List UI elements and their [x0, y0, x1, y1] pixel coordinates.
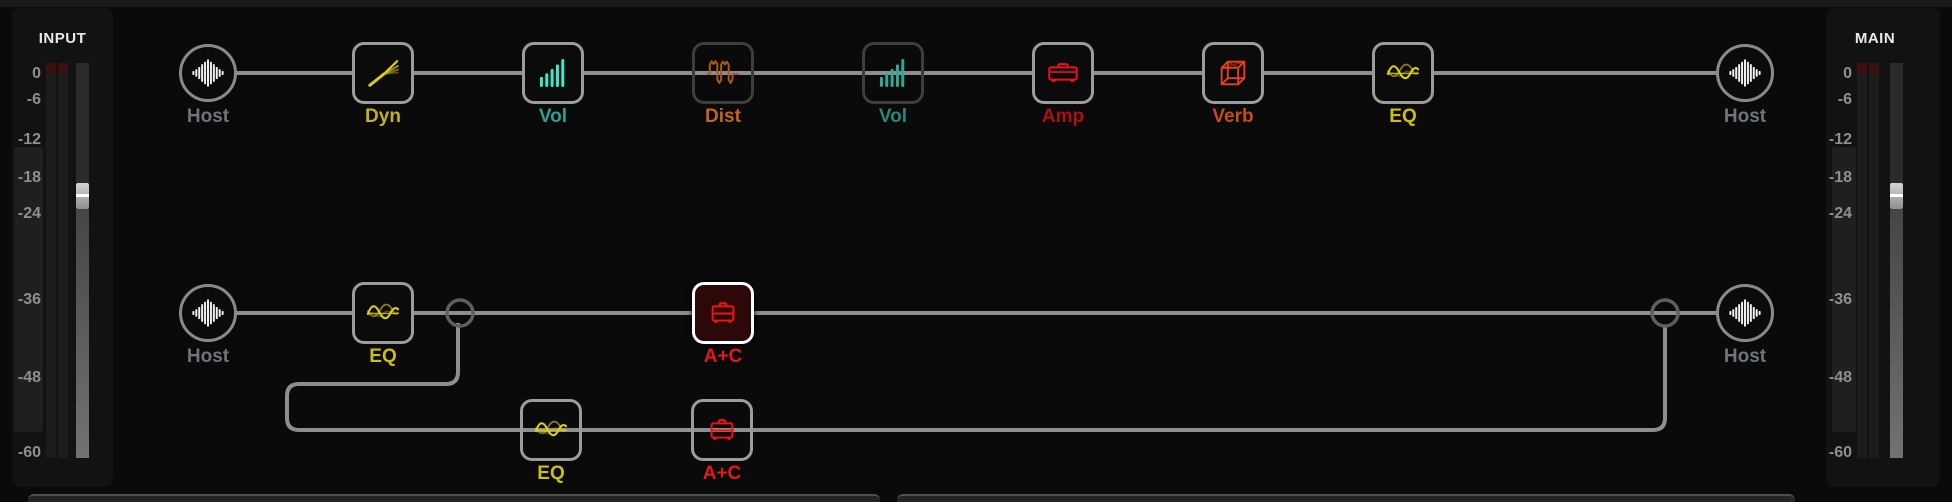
db-scale-label: -18: [17, 169, 41, 186]
block-dyn[interactable]: [352, 42, 414, 104]
waveform-icon: [1728, 58, 1762, 88]
db-scale-label: -48: [17, 369, 41, 386]
bottom-panel-edge: [897, 494, 1795, 502]
input-meter-title: INPUT: [38, 30, 87, 47]
input-level-meter-left: [46, 63, 56, 458]
host-output-node-path1[interactable]: [1716, 44, 1774, 102]
waveform-icon: [1728, 298, 1762, 328]
main-meter-panel: MAIN 0 -6 -12 -18 -24 -36 -48 -60: [1826, 8, 1940, 487]
block-label: Dist: [705, 106, 741, 127]
db-scale-label: -24: [17, 205, 41, 222]
db-scale-label: -12: [1828, 131, 1852, 148]
block-label: Dyn: [365, 106, 401, 127]
db-scale-label: -6: [26, 91, 41, 108]
main-fader[interactable]: [1890, 63, 1903, 458]
distortion-wave-icon: [706, 56, 740, 90]
db-scale-label: -24: [1828, 205, 1852, 222]
amp-cab-icon: [706, 296, 740, 330]
clip-indicator: [1857, 63, 1867, 74]
db-scale-label: -36: [1828, 291, 1852, 308]
main-level-meter-left: [1857, 63, 1867, 458]
host-output-node-path2[interactable]: [1716, 284, 1774, 342]
reverb-cube-icon: [1216, 56, 1250, 90]
eq-curves-icon: [366, 296, 400, 330]
path2-branch-wire: [285, 323, 1667, 432]
input-level-meter-right: [58, 63, 68, 458]
block-label: A+C: [702, 463, 742, 484]
block-label: A+C: [703, 346, 743, 367]
block-amp[interactable]: [1032, 42, 1094, 104]
block-label: Vol: [878, 106, 908, 127]
block-verb[interactable]: [1202, 42, 1264, 104]
input-fader[interactable]: [76, 63, 89, 458]
fader-handle-line: [1890, 194, 1903, 197]
clip-indicator: [46, 63, 56, 74]
db-scale-label: -18: [1828, 169, 1852, 186]
input-scrollbar-thumb[interactable]: [14, 147, 43, 432]
block-dist-bypassed[interactable]: [692, 42, 754, 104]
main-level-meter-right: [1869, 63, 1879, 458]
split-node[interactable]: [445, 298, 475, 328]
host-input-node-path1[interactable]: [179, 44, 237, 102]
volume-bars-icon: [877, 57, 909, 89]
db-scale-label: -12: [17, 131, 41, 148]
block-amp-cab-2[interactable]: [691, 399, 753, 461]
compressor-icon: [366, 56, 400, 90]
top-edge-strip: [0, 0, 1952, 7]
fader-handle-line: [76, 194, 89, 197]
block-label: Host: [186, 106, 230, 127]
db-scale-label: 0: [32, 65, 41, 82]
amp-head-icon: [1046, 56, 1080, 90]
block-eq-1[interactable]: [1372, 42, 1434, 104]
input-fader-handle[interactable]: [76, 183, 89, 209]
block-label: EQ: [1389, 106, 1417, 127]
main-meter-title: MAIN: [1854, 30, 1896, 47]
waveform-icon: [191, 58, 225, 88]
db-scale-label: -48: [1828, 369, 1852, 386]
block-label: Vol: [538, 106, 568, 127]
block-eq-3[interactable]: [520, 399, 582, 461]
block-vol-2-bypassed[interactable]: [862, 42, 924, 104]
block-label: EQ: [537, 463, 565, 484]
block-label: Amp: [1041, 106, 1085, 127]
input-meter-panel: INPUT 0 -6 -12 -18 -24 -36 -48 -60: [12, 8, 113, 487]
waveform-icon: [191, 298, 225, 328]
block-vol-1[interactable]: [522, 42, 584, 104]
block-label: Verb: [1212, 106, 1254, 127]
db-scale-label: -36: [17, 291, 41, 308]
main-fader-track-upper[interactable]: [1890, 63, 1903, 183]
block-label: Host: [1723, 346, 1767, 367]
clip-indicator: [1869, 63, 1879, 74]
block-amp-cab-selected[interactable]: [692, 282, 754, 344]
db-scale-label: 0: [1843, 65, 1852, 82]
block-label: Host: [186, 346, 230, 367]
main-fader-track-lower[interactable]: [1890, 209, 1903, 458]
main-scrollbar-thumb[interactable]: [1832, 147, 1856, 432]
input-fader-track-lower[interactable]: [76, 209, 89, 458]
clip-indicator: [58, 63, 68, 74]
block-label: Host: [1723, 106, 1767, 127]
merge-node[interactable]: [1650, 298, 1680, 328]
db-scale-label: -6: [1837, 91, 1852, 108]
block-eq-2[interactable]: [352, 282, 414, 344]
db-scale-label: -60: [1828, 444, 1852, 461]
eq-curves-icon: [534, 413, 568, 447]
block-label: EQ: [369, 346, 397, 367]
input-fader-track-upper[interactable]: [76, 63, 89, 183]
amp-cab-icon: [705, 413, 739, 447]
main-fader-handle[interactable]: [1890, 183, 1903, 209]
db-scale-label: -60: [17, 444, 41, 461]
eq-curves-icon: [1386, 56, 1420, 90]
host-input-node-path2[interactable]: [179, 284, 237, 342]
volume-bars-icon: [537, 57, 569, 89]
bottom-panel-edge: [28, 494, 880, 502]
